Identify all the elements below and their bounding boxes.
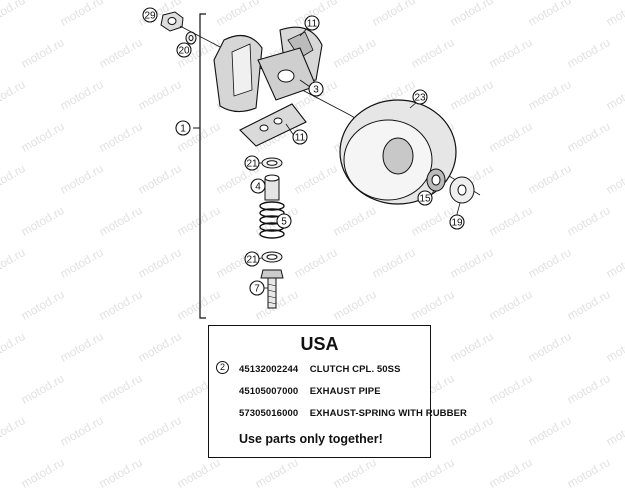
callout-label: 23 — [414, 93, 426, 104]
callout-15: 15 — [417, 190, 433, 206]
needle-bearing-part-15 — [426, 168, 446, 192]
washer-part-21-upper — [261, 157, 283, 169]
part-description: CLUTCH CPL. 50SS — [309, 364, 401, 375]
callout-21: 21 — [244, 251, 260, 267]
callout-label: 29 — [144, 11, 156, 22]
callout-label: 7 — [254, 284, 260, 295]
sleeve-part-4 — [264, 174, 280, 201]
callout-4: 4 — [250, 178, 266, 194]
callout-label: 15 — [419, 194, 431, 205]
callout-label: 11 — [307, 19, 318, 30]
parts-row: 45132002244 CLUTCH CPL. 50SS — [239, 364, 401, 375]
box-title: USA — [300, 334, 339, 354]
clutch-shoe-left — [213, 34, 263, 113]
part-number: 45132002244 — [239, 364, 299, 375]
callout-1: 1 — [175, 120, 191, 136]
callout-20: 20 — [176, 42, 192, 58]
callout-7: 7 — [249, 280, 265, 296]
usage-note: Use parts only together! — [239, 432, 383, 446]
nut-part-29 — [160, 11, 184, 32]
callout-label: 4 — [255, 182, 261, 193]
callout-23: 23 — [412, 89, 428, 105]
part-description: EXHAUST PIPE — [309, 386, 381, 397]
clutch-shoe-lower — [239, 103, 307, 147]
assembly-bracket — [199, 13, 206, 319]
part-number: 45105007000 — [239, 386, 299, 397]
parts-row: 57305016000 EXHAUST-SPRING WITH RUBBER — [239, 408, 467, 419]
callout-11: 11 — [292, 129, 308, 145]
bolt-part-7 — [260, 269, 284, 309]
usa-parts-box: USA 45132002244 CLUTCH CPL. 50SS 4510500… — [208, 325, 467, 458]
callout-label: 21 — [246, 159, 258, 170]
callout-label: 21 — [246, 255, 258, 266]
callout-11: 11 — [304, 15, 320, 31]
washer-part-19 — [449, 176, 475, 204]
part-description: EXHAUST-SPRING WITH RUBBER — [309, 408, 467, 419]
callout-19: 19 — [449, 214, 465, 230]
callout-29: 29 — [142, 7, 158, 23]
callout-label: 19 — [451, 218, 463, 229]
washer-part-21-lower — [261, 251, 283, 263]
ref-callout: 2 — [216, 361, 229, 374]
callout-21: 21 — [244, 155, 260, 171]
callout-label: 20 — [178, 46, 190, 57]
callout-label: 5 — [281, 217, 287, 228]
callout-label: 11 — [295, 133, 306, 144]
callout-label: 3 — [313, 85, 319, 96]
callout-5: 5 — [276, 213, 292, 229]
callout-3: 3 — [308, 81, 324, 97]
part-number: 57305016000 — [239, 408, 299, 419]
callout-label: 1 — [180, 124, 186, 135]
clutch-hub-part-3 — [257, 47, 317, 101]
parts-row: 45105007000 EXHAUST PIPE — [239, 386, 381, 397]
